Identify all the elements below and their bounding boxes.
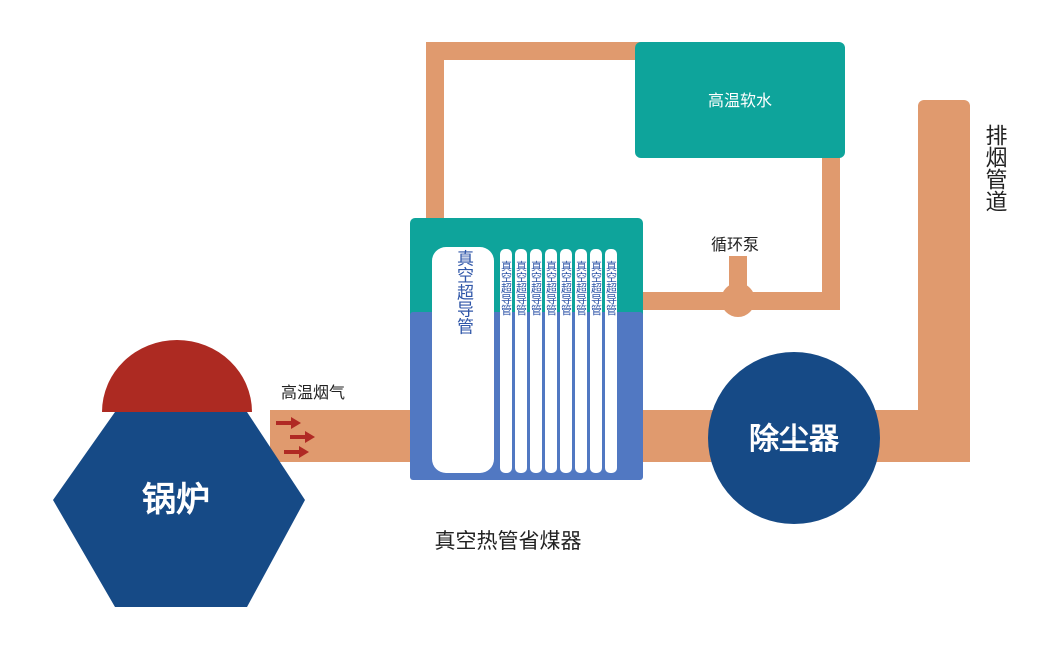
superconducting-tube-small	[530, 249, 542, 473]
superconducting-tube-large	[432, 247, 494, 473]
hot-soft-water-tank	[635, 42, 845, 158]
chimney-pipe	[918, 100, 970, 462]
superconducting-tube-small-label: 真空超导管	[515, 259, 528, 316]
boiler-label: 锅炉	[142, 480, 210, 520]
dust-collector-label: 除尘器	[749, 422, 840, 457]
superconducting-tube-label: 真空超导管	[453, 249, 474, 334]
water-pipe-top-horizontal	[426, 42, 641, 60]
superconducting-tube-small-label: 真空超导管	[605, 259, 618, 316]
superconducting-tube-small-label: 真空超导管	[575, 259, 588, 316]
circulation-pump-label: 循环泵	[711, 235, 759, 254]
flue-gas-arrows	[276, 417, 315, 458]
flue-pipe-economizer-to-dust-collector	[640, 410, 720, 462]
boiler-body	[53, 412, 305, 607]
superconducting-tube-small	[560, 249, 572, 473]
circulation-pump-body	[721, 283, 755, 317]
hot-flue-gas-label: 高温烟气	[281, 383, 345, 402]
arrow-right-icon	[276, 417, 301, 429]
superconducting-tube-small-label: 真空超导管	[590, 259, 603, 316]
superconducting-tube-small	[575, 249, 587, 473]
superconducting-tube-small	[545, 249, 557, 473]
arrow-right-icon	[290, 431, 315, 443]
superconducting-tube-small	[500, 249, 512, 473]
arrow-right-icon	[284, 446, 309, 458]
dust-collector	[708, 352, 880, 524]
hot-soft-water-label: 高温软水	[708, 91, 772, 110]
water-pipe-right-vertical	[822, 150, 840, 310]
superconducting-tube-small-label: 真空超导管	[560, 259, 573, 316]
chimney-label: 排烟管道	[982, 124, 1008, 212]
superconducting-tube-small	[605, 249, 617, 473]
small-tubes: 真空超导管真空超导管真空超导管真空超导管真空超导管真空超导管真空超导管真空超导管	[500, 249, 618, 473]
superconducting-tube-small-label: 真空超导管	[500, 259, 513, 316]
pipes	[270, 42, 970, 462]
superconducting-tube-small	[515, 249, 527, 473]
superconducting-tube-small-label: 真空超导管	[545, 259, 558, 316]
superconducting-tube-small-label: 真空超导管	[530, 259, 543, 316]
superconducting-tube-small	[590, 249, 602, 473]
boiler-dome	[102, 340, 252, 412]
economizer-title: 真空热管省煤器	[435, 529, 582, 553]
water-pipe-left-vertical	[426, 42, 444, 222]
